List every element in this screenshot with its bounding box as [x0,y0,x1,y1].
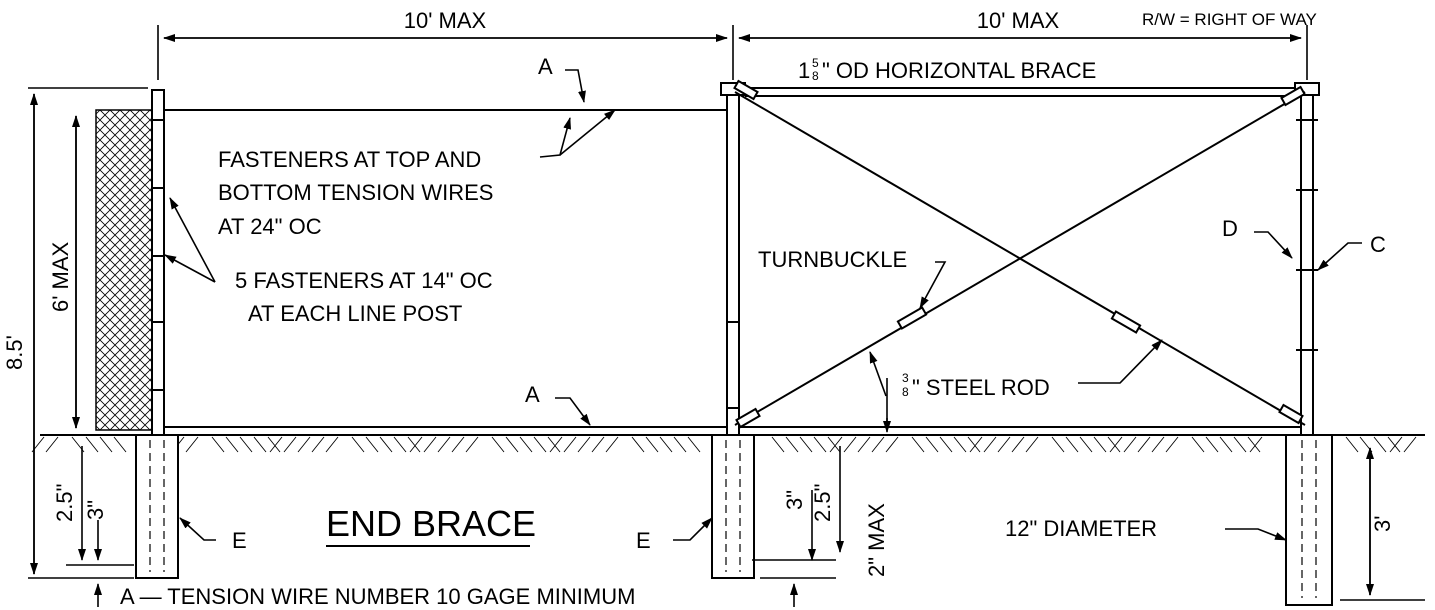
turnbuckle-1 [896,306,928,330]
chain-link-fabric [95,109,153,431]
end-post [151,89,165,436]
dim-top-right: 10' MAX [977,8,1060,33]
footing-right [1285,434,1333,606]
dim-2-max: 2" MAX [864,503,889,577]
wires [164,79,1306,429]
text-labels: 10' MAX 10' MAX R/W = RIGHT OF WAY 1 5 8… [2,8,1395,609]
footings [135,434,1333,606]
diameter-label: 12" DIAMETER [1005,516,1157,541]
label-a-bottom: A [525,382,540,407]
turnbuckle-2 [1110,310,1142,334]
label-c: C [1370,232,1386,257]
brace-frac-den: 8 [812,69,819,83]
brace-label-prefix: 1 [798,58,810,83]
posts [151,82,1320,436]
label-a-top: A [538,54,553,79]
label-d: D [1222,216,1238,241]
fasteners-top-3: AT 24" OC [218,214,322,239]
rod-frac-num: 3 [902,371,909,385]
label-e-mid: E [636,528,651,553]
corner-post [1300,89,1314,436]
label-e-left: E [232,528,247,553]
footing-mid [711,434,755,579]
leaders [164,69,1362,541]
steel-rod-2 [734,91,1306,426]
turnbuckle-label: TURNBUCKLE [758,247,907,272]
fasteners-top-1: FASTENERS AT TOP AND [218,147,481,172]
dim-3-ft: 3' [1370,516,1395,532]
rw-note: R/W = RIGHT OF WAY [1142,10,1317,29]
end-brace-title: END BRACE [326,503,536,544]
fasteners-post-1: 5 FASTENERS AT 14" OC [235,268,493,293]
dim-3-left: 3" [83,500,108,520]
fasteners-post-2: AT EACH LINE POST [248,301,462,326]
fasteners-top-2: BOTTOM TENSION WIRES [218,180,493,205]
footing-left [135,434,179,579]
dim-2-5-mid: 2.5" [810,484,835,522]
tension-wire-note: A — TENSION WIRE NUMBER 10 GAGE MINIMUM [120,584,635,609]
brace-label-suffix: " OD HORIZONTAL BRACE [822,58,1096,83]
dim-2-5-left: 2.5" [52,484,77,522]
dimensions [28,25,1425,607]
brace-frac-num: 5 [812,56,819,70]
dim-8-5: 8.5' [2,335,27,370]
brace-post [726,89,740,436]
rod-frac-den: 8 [902,385,909,399]
rod-label-suffix: " STEEL ROD [912,375,1050,400]
dim-6-max: 6' MAX [48,241,73,312]
dim-3-mid: 3" [782,490,807,510]
dim-top-left: 10' MAX [404,8,487,33]
